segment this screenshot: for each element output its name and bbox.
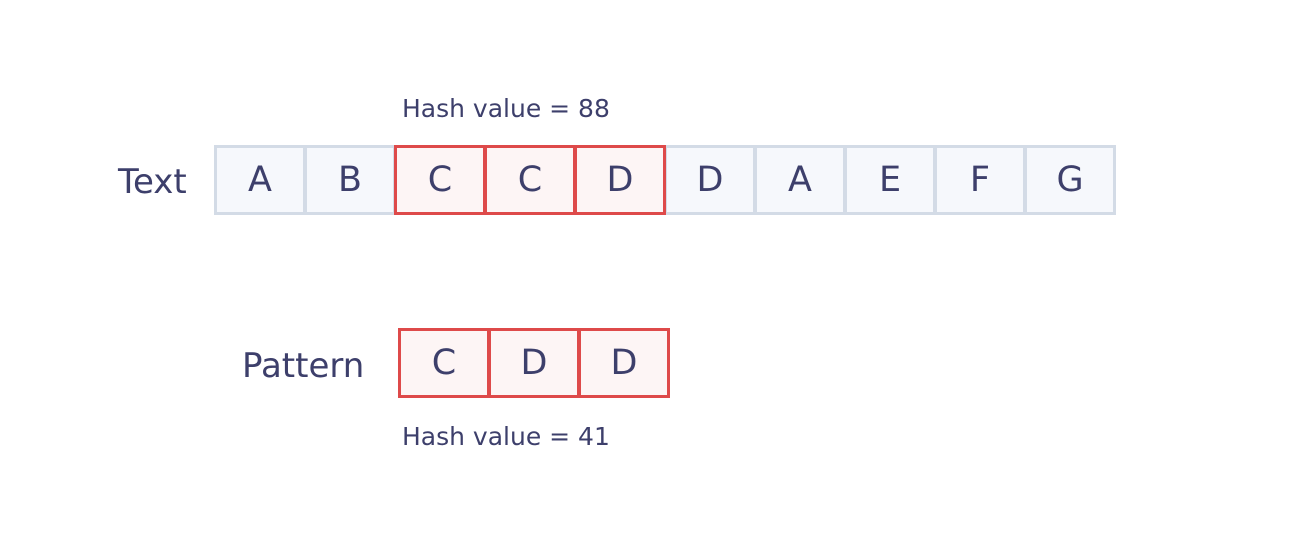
text-cell: A [754,145,846,215]
text-cell: B [304,145,396,215]
text-row-label: Text [118,162,187,202]
text-cell: D [664,145,756,215]
pattern-cell: D [578,328,670,398]
text-cell: G [1024,145,1116,215]
pattern-hash-label: Hash value = 41 [402,422,610,451]
text-cell: D [574,145,666,215]
text-hash-label: Hash value = 88 [402,94,610,123]
pattern-row-label: Pattern [242,346,365,386]
text-cell: C [484,145,576,215]
pattern-cell: C [398,328,490,398]
text-cell: A [214,145,306,215]
text-cell: F [934,145,1026,215]
pattern-cell: D [488,328,580,398]
text-cell: C [394,145,486,215]
text-cell: E [844,145,936,215]
